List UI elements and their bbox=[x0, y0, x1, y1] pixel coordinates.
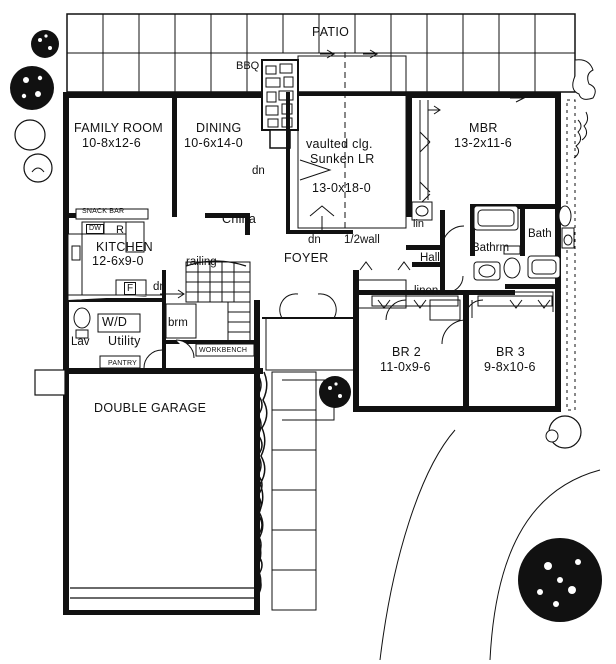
label-family-room: FAMILY ROOM bbox=[74, 121, 163, 135]
driveway-lines bbox=[379, 429, 601, 661]
label-linen: linen bbox=[414, 285, 439, 297]
label-utility: Utility bbox=[108, 334, 141, 348]
label-foyer: FOYER bbox=[284, 251, 329, 265]
label-snack-bar: SNACK BAR bbox=[82, 208, 125, 215]
label-vaulted-clg: vaulted clg. bbox=[306, 137, 373, 151]
label-patio: PATIO bbox=[312, 25, 350, 39]
mbr-closets bbox=[419, 93, 526, 205]
label-refrigerator: R bbox=[116, 224, 124, 236]
dim-br2: 11-0x9-6 bbox=[380, 360, 431, 374]
label-dw: DW bbox=[86, 224, 105, 234]
label-broom: brm bbox=[168, 317, 188, 329]
bbq-chimney bbox=[261, 59, 299, 149]
label-mbr: MBR bbox=[469, 121, 498, 135]
label-lin-bath: lin bbox=[413, 218, 425, 230]
label-dn-lr: dn bbox=[252, 165, 265, 177]
entry-doors bbox=[262, 293, 355, 319]
label-dining: DINING bbox=[196, 121, 242, 135]
garage-side-stub bbox=[34, 369, 66, 396]
label-lav: Lav bbox=[71, 336, 90, 348]
dim-mbr: 13-2x11-6 bbox=[454, 136, 513, 150]
bedroom-closets bbox=[371, 295, 553, 307]
label-pantry: PANTRY bbox=[108, 360, 137, 367]
utility-fixtures bbox=[73, 303, 255, 369]
exterior-walls bbox=[63, 92, 561, 615]
garage-door bbox=[70, 587, 254, 599]
label-kitchen: KITCHEN bbox=[96, 240, 153, 254]
label-br2: BR 2 bbox=[392, 345, 421, 359]
label-dn-foyer: dn bbox=[308, 234, 321, 246]
label-hall: Hall bbox=[420, 252, 440, 264]
label-bbq: BBQ bbox=[236, 60, 260, 72]
dim-br3: 9-8x10-6 bbox=[484, 360, 536, 374]
living-room-detail bbox=[297, 49, 407, 232]
dim-kitchen: 12-6x9-0 bbox=[92, 254, 144, 268]
label-bath: Bath bbox=[528, 228, 552, 240]
label-dn-stairs: dn bbox=[153, 281, 166, 293]
label-washer-dryer: W/D bbox=[102, 315, 128, 329]
label-freezer: F bbox=[124, 282, 137, 296]
front-walk bbox=[265, 317, 357, 611]
label-railing: railing bbox=[186, 256, 217, 268]
stairs bbox=[160, 260, 251, 343]
label-china: China bbox=[222, 212, 257, 226]
dim-sunken-lr: 13-0x18-0 bbox=[312, 181, 371, 195]
label-bathrm: Bathrm bbox=[472, 242, 510, 254]
label-br3: BR 3 bbox=[496, 345, 525, 359]
bath-fixtures bbox=[411, 201, 575, 281]
label-double-garage: DOUBLE GARAGE bbox=[94, 401, 207, 415]
label-half-wall: 1/2wall bbox=[344, 234, 380, 246]
label-workbench: WORKBENCH bbox=[199, 347, 248, 354]
hall-doors bbox=[357, 225, 554, 345]
dim-dining: 10-6x14-0 bbox=[184, 136, 243, 150]
label-sunken-lr: Sunken LR bbox=[310, 152, 375, 166]
dim-family-room: 10-8x12-6 bbox=[82, 136, 141, 150]
